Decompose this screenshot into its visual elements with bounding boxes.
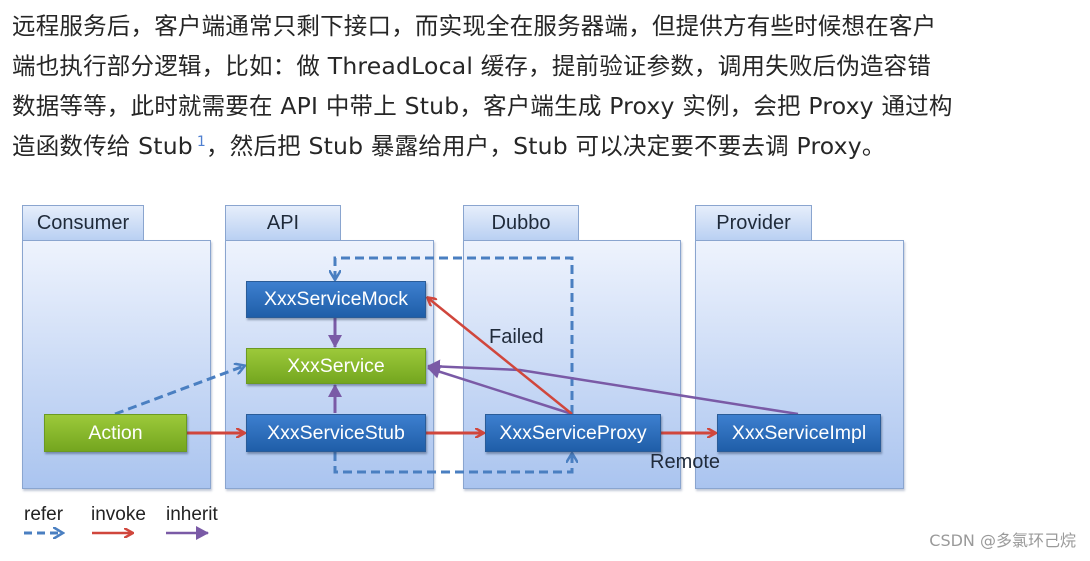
node-xxx-service-mock: XxxServiceMock	[246, 281, 426, 318]
edge-inherit-proxy-to-service	[427, 364, 573, 416]
paragraph-text: 造函数传给 Stub	[12, 132, 193, 160]
package-tab-provider: Provider	[695, 205, 812, 241]
node-action: Action	[44, 414, 187, 452]
legend-label-inherit: inherit	[166, 504, 218, 525]
node-xxx-service-proxy: XxxServiceProxy	[485, 414, 661, 452]
footnote-link[interactable]: 1	[196, 134, 207, 150]
node-xxx-service-stub: XxxServiceStub	[246, 414, 426, 452]
edge-label-remote: Remote	[650, 451, 721, 473]
legend-label-invoke: invoke	[91, 504, 146, 525]
paragraph-line: 端也执行部分逻辑，比如：做 ThreadLocal 缓存，提前验证参数，调用失败…	[12, 52, 932, 80]
description-paragraph: 远程服务后，客户端通常只剩下接口，而实现全在服务器端，但提供方有些时候想在客户 …	[12, 6, 1082, 166]
watermark: CSDN @多氯环己烷	[929, 531, 1076, 550]
edge-label-failed: Failed	[489, 326, 544, 348]
package-tab-dubbo: Dubbo	[463, 205, 579, 241]
edge-refer-action-to-service	[114, 366, 244, 416]
paragraph-text: ，然后把 Stub 暴露给用户，Stub 可以决定要不要去调 Proxy。	[206, 132, 886, 160]
edge-refer-proxy-to-mock	[335, 256, 574, 414]
edge-invoke-proxy-to-mock	[428, 298, 573, 415]
paragraph-line: 远程服务后，客户端通常只剩下接口，而实现全在服务器端，但提供方有些时候想在客户	[12, 12, 937, 40]
package-tab-consumer: Consumer	[22, 205, 144, 241]
node-xxx-service: XxxService	[246, 348, 426, 384]
edge-refer-stub-to-proxy	[333, 452, 572, 474]
paragraph-line: 数据等等，此时就需要在 API 中带上 Stub，客户端生成 Proxy 实例，…	[12, 92, 953, 120]
edge-inherit-impl-to-service	[427, 359, 799, 416]
legend-label-refer: refer	[24, 504, 64, 525]
node-xxx-service-impl: XxxServiceImpl	[717, 414, 881, 452]
package-tab-api: API	[225, 205, 341, 241]
